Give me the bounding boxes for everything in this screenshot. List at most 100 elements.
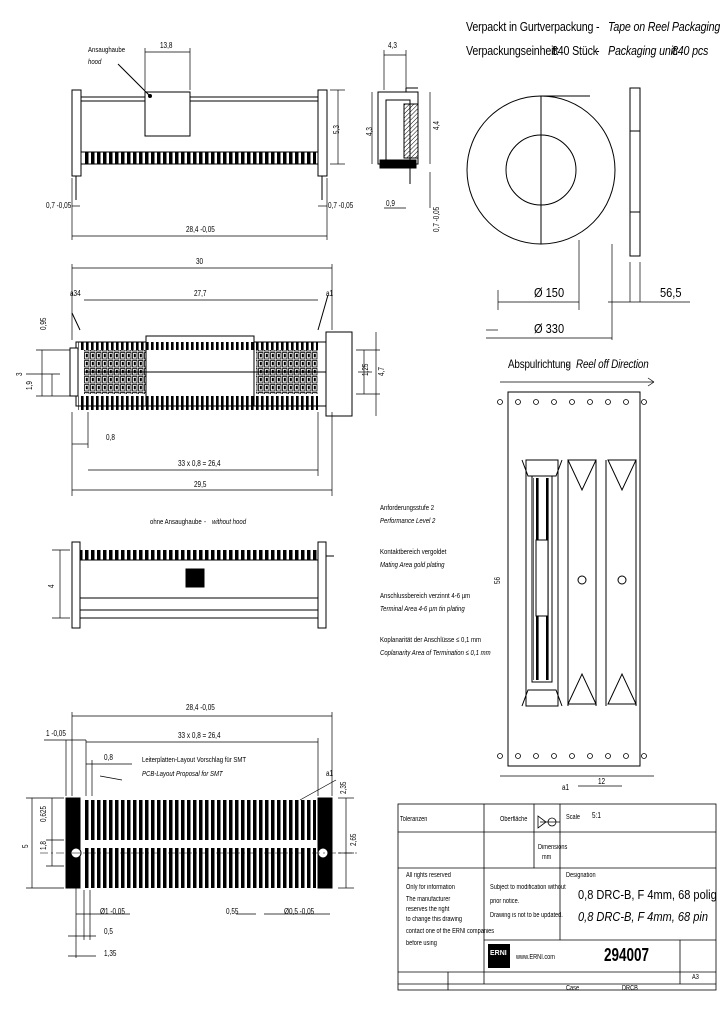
tape-sprocket-holes [497,399,647,759]
dim-pcb-18: 1,8 [39,841,48,850]
title-block-frame [397,803,717,991]
tb-tolerances: Toleranzen [400,816,428,823]
tb-part-number: 294007 [604,945,650,965]
tb-website: www.ERNI.com [516,954,555,961]
dim-view3-4: 4 [47,584,56,588]
pcb-title-en: PCB-Layout Proposal for SMT [142,769,223,778]
hood-label-en: hood [88,57,102,66]
tb-rights-3: reserves the right [406,906,450,913]
tape-width: 56 [493,576,502,584]
dim-pcb-235: 2,35 [339,781,348,794]
perf-level-de: Anforderungsstufe 2 [380,503,435,512]
tape-pitch: 12 [598,777,606,786]
view3-title-en: without hood [212,517,247,526]
reel-drawing [466,87,641,257]
erni-logo-box [488,944,510,968]
perf-term-de: Anschlussbereich verzinnt 4-6 µm [380,591,471,600]
dim-3: 3 [15,372,24,376]
dim-view1-height: 5,3 [332,125,341,134]
header-sep-1: - [596,19,600,34]
perf-coplan-en: Coplanarity Area of Termination ≤ 0,1 mm [380,648,491,657]
dim-hood-width: 13,8 [160,41,173,50]
tb-desc-de: 0,8 DRC-B, F 4mm, 68 polig [578,887,717,902]
label-a34: a34 [70,289,81,298]
dim-pcb-pitch: 33 x 0,8 = 26,4 [178,731,221,740]
header-sep-2: - [596,43,600,58]
tb-designation-label: Designation [566,872,596,879]
dim-095: 0,95 [39,317,48,330]
tb-dim-label: Dimensions [538,844,568,851]
dim-pcb-08: 0,8 [104,753,113,762]
dim-pcb-left: 1 -0,05 [46,729,66,738]
tb-rights-5: contact one of the ERNI companies [406,928,495,935]
reeloff-title-de: Abspulrichtung [508,357,571,371]
tape-label-a1: a1 [562,783,570,792]
perf-coplan-de: Koplanarität der Anschlüsse ≤ 0,1 mm [380,635,482,644]
tb-scale: 5:1 [592,811,601,820]
dim-pcb-0625: 0,625 [39,805,48,822]
tb-rights-4: to change this drawing [406,916,463,923]
header-en-1: Tape on Reel Packaging [608,19,720,34]
dim-view2-08: 0,8 [106,433,115,442]
view3-connector [71,541,334,629]
tape-drawing [500,377,655,787]
header-en-2-val: 840 pcs [672,43,709,58]
dim-reel-outer: Ø 330 [534,321,565,336]
dim-47: 4,7 [377,367,386,376]
tb-subject-1: prior notice. [490,898,520,905]
view1-connector [71,63,328,200]
dim-view2-pitch: 33 x 0,8 = 26,4 [178,459,221,468]
tb-rights-6: before using [406,940,437,947]
tb-sheet-size: A3 [692,974,699,981]
dim-side-bottom2: 0,7 -0,05 [432,206,441,232]
header-de-2: Verpackungseinheit: [466,43,559,58]
perf-term-en: Terminal Area 4-6 µm tin plating [380,604,465,613]
perf-mating-en: Mating Area gold plating [380,560,445,569]
dim-pcb-265: 2,65 [349,833,358,846]
dim-pcb-5: 5 [21,844,30,848]
pcb-title-de: Leiterplatten-Layout Vorschlag für SMT [142,755,247,764]
dim-side-h2: 4,4 [432,121,441,130]
pcb-layout [40,797,360,889]
perf-level-en: Performance Level 2 [380,516,436,525]
tb-scale-label: Scale [566,814,581,821]
dim-view2-295: 29,5 [194,480,207,489]
reeloff-title-en: Reel off Direction [576,357,649,371]
dim-pcb-hole1: Ø1 -0,05 [100,907,125,916]
tb-case-val: DRCB [622,985,638,992]
dim-19: 1,9 [25,381,34,390]
dim-pcb-hole2: Ø0,5 -0,05 [284,907,315,916]
tb-surface: Oberfläche [500,816,528,823]
side-view [377,87,419,184]
dim-view2-total: 30 [196,257,204,266]
dim-125: 1,25 [361,363,370,376]
tb-rights-1: Only for information [406,884,455,891]
tb-case-label: Case [566,985,580,992]
tb-rights-2: The manufacturer [406,896,451,903]
dim-side-h1: 4,3 [365,127,374,136]
pcb-label-a1: a1 [326,769,334,778]
header-de-1: Verpackt in Gurtverpackung [466,19,594,34]
dim-view1-total: 28,4 -0,05 [186,225,215,234]
tb-desc-en: 0,8 DRC-B, F 4mm, 68 pin [578,909,708,924]
perf-mating-de: Kontaktbereich vergoldet [380,547,447,556]
view3-title-sep: - [204,517,206,526]
dim-view2-inner: 27,7 [194,289,207,298]
tb-subject-2: Drawing is not to be updated. [490,912,563,919]
view2-connector [69,294,353,417]
dim-pcb-055: 0,55 [226,907,239,916]
tb-rights-0: All rights reserved [406,872,451,879]
dim-pcb-total: 28,4 -0,05 [186,703,215,712]
dim-view1-left: 0,7 -0,05 [46,201,72,210]
hood-label-de: Ansaughaube [88,45,126,54]
header-de-2-val: 840 Stück [552,43,598,58]
label-a1-top: a1 [326,289,334,298]
view3-title-de: ohne Ansaughaube [150,517,202,526]
dim-reel-inner: Ø 150 [534,285,565,300]
tb-subject-0: Subject to modification without [490,884,566,891]
header-en-2: Packaging unit: [608,43,679,58]
tb-dim-unit: mm [542,854,552,861]
dim-view1-right: 0,7 -0,05 [328,201,354,210]
